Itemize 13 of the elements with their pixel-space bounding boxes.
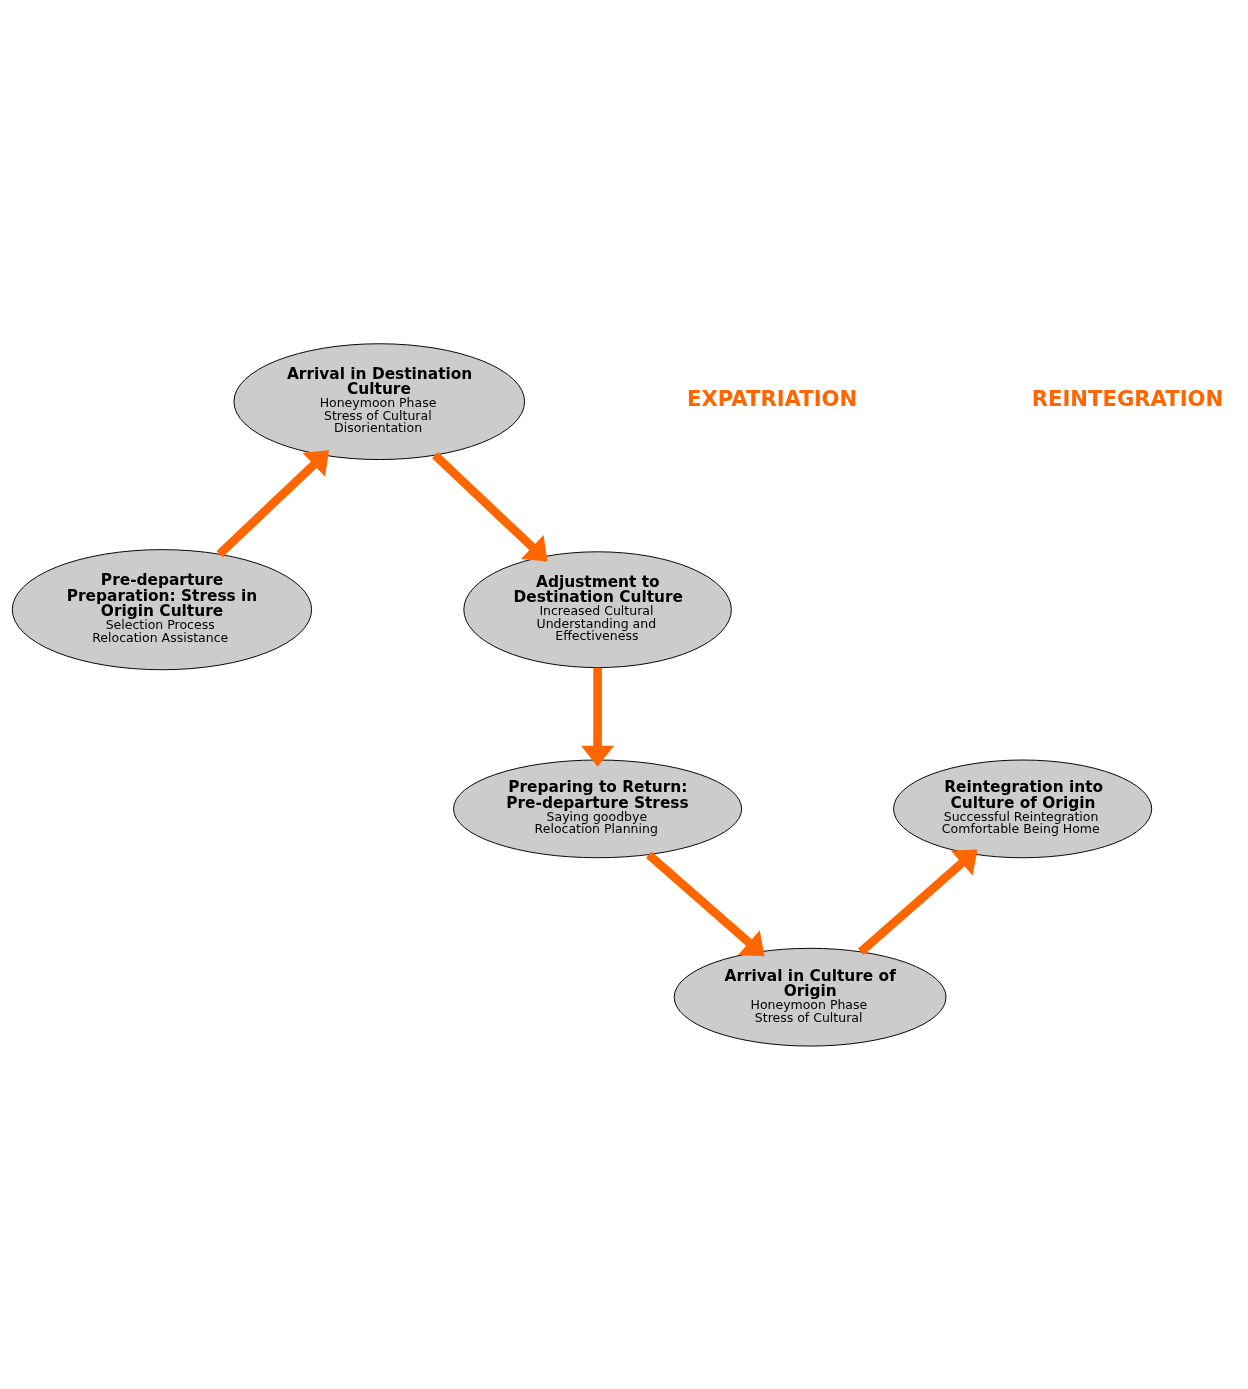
node-ellipse: Arrival in Destination Culture Honeymoon Phase Stress of Cultural Disorientation [233, 342, 526, 460]
node-ellipse: Preparing to Return: Pre-departure Stress Saying goodbye Relocation Planning [453, 759, 743, 858]
arrow [431, 451, 548, 561]
node-ellipse: Pre-departure Preparation: Stress in Origin Culture Selection Process Relocation Assistance [11, 548, 313, 670]
node-ellipse: Adjustment to Destination Culture Increased Cultural Understanding and Effectiveness [463, 550, 732, 668]
arrow [581, 667, 615, 767]
arrow [645, 850, 765, 956]
label: REINTEGRATION [1031, 385, 1224, 411]
arrow [858, 848, 978, 955]
node-ellipse: Reintegration into Culture of Origin Successful Reintegration Comfortable Being Home [893, 759, 1153, 858]
node-ellipse: Arrival in Culture of Origin Honeymoon Phase Stress of Cultural [673, 947, 947, 1047]
arrow [216, 449, 329, 557]
label: EXPATRIATION [687, 385, 858, 411]
